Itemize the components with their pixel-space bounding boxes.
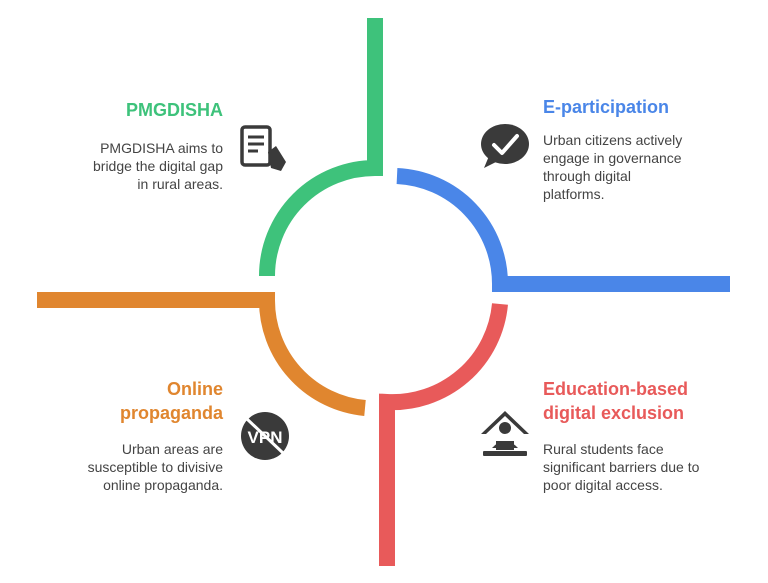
- education-exclusion-description: Rural students face significant barriers…: [543, 441, 700, 493]
- online-propaganda-title: Online propaganda: [119, 379, 223, 423]
- online-propaganda-description: Urban areas are susceptible to divisive …: [87, 441, 223, 493]
- red-arc-connector: [379, 303, 508, 566]
- document-pointer-icon: [240, 125, 286, 171]
- home-learning-icon: [481, 411, 529, 456]
- chat-check-icon: [481, 124, 529, 168]
- education-exclusion-title: Education-based digital exclusion: [543, 379, 689, 423]
- orange-arc-connector: [37, 292, 366, 416]
- blue-arc-connector: [396, 168, 730, 292]
- e-participation-description: Urban citizens actively engage in govern…: [543, 132, 683, 202]
- no-vpn-icon: VPN: [241, 412, 289, 460]
- e-participation-title: E-participation: [543, 97, 670, 117]
- pmgdisha-description: PMGDISHA aims to bridge the digital gap …: [93, 140, 223, 192]
- pmgdisha-title: PMGDISHA: [125, 100, 223, 120]
- green-arc-connector: [259, 18, 383, 277]
